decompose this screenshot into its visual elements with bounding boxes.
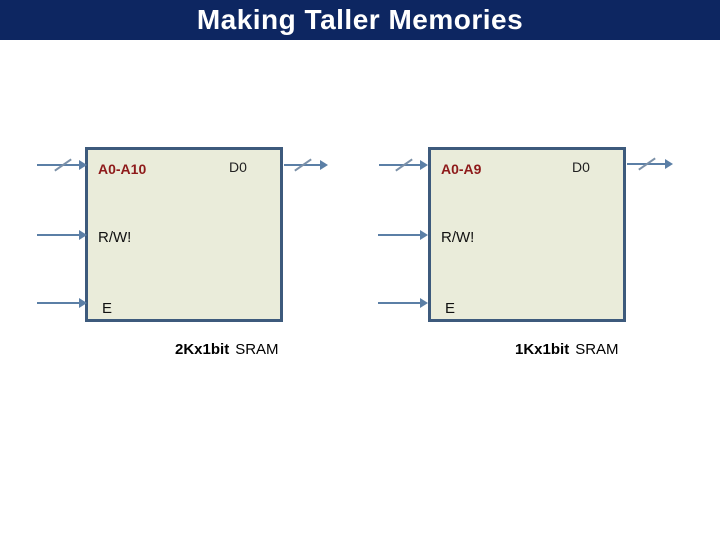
enable-input-wire [378, 302, 422, 304]
read-write-label: R/W! [98, 229, 132, 246]
block-caption-size: 1Kx1bit [515, 341, 570, 358]
enable-label: E [102, 300, 113, 317]
arrowhead-icon [79, 298, 87, 308]
arrowhead-icon [320, 160, 328, 170]
slide-title-bar: Making Taller Memories [0, 0, 720, 40]
enable-label: E [445, 300, 456, 317]
arrowhead-icon [420, 230, 428, 240]
arrowhead-icon [420, 298, 428, 308]
address-range-label: A0-A9 [441, 161, 482, 177]
arrowhead-icon [79, 160, 87, 170]
rw-input-wire [378, 234, 422, 236]
rw-input-wire [37, 234, 81, 236]
memory-box: A0-A9 D0 R/W! E [428, 147, 626, 322]
arrowhead-icon [79, 230, 87, 240]
read-write-label: R/W! [441, 229, 475, 246]
block-caption: 1Kx1bit SRAM [515, 341, 619, 358]
block-caption-unit: SRAM [575, 341, 619, 358]
enable-input-wire [37, 302, 81, 304]
arrowhead-icon [420, 160, 428, 170]
memory-box: A0-A10 D0 R/W! E [85, 147, 283, 322]
address-range-label: A0-A10 [98, 161, 147, 177]
data-out-label: D0 [572, 159, 590, 175]
arrowhead-icon [665, 159, 673, 169]
block-caption: 2Kx1bit SRAM [175, 341, 279, 358]
block-caption-unit: SRAM [235, 341, 279, 358]
data-out-label: D0 [229, 159, 247, 175]
slide-title: Making Taller Memories [196, 4, 524, 35]
block-caption-size: 2Kx1bit [175, 341, 230, 358]
